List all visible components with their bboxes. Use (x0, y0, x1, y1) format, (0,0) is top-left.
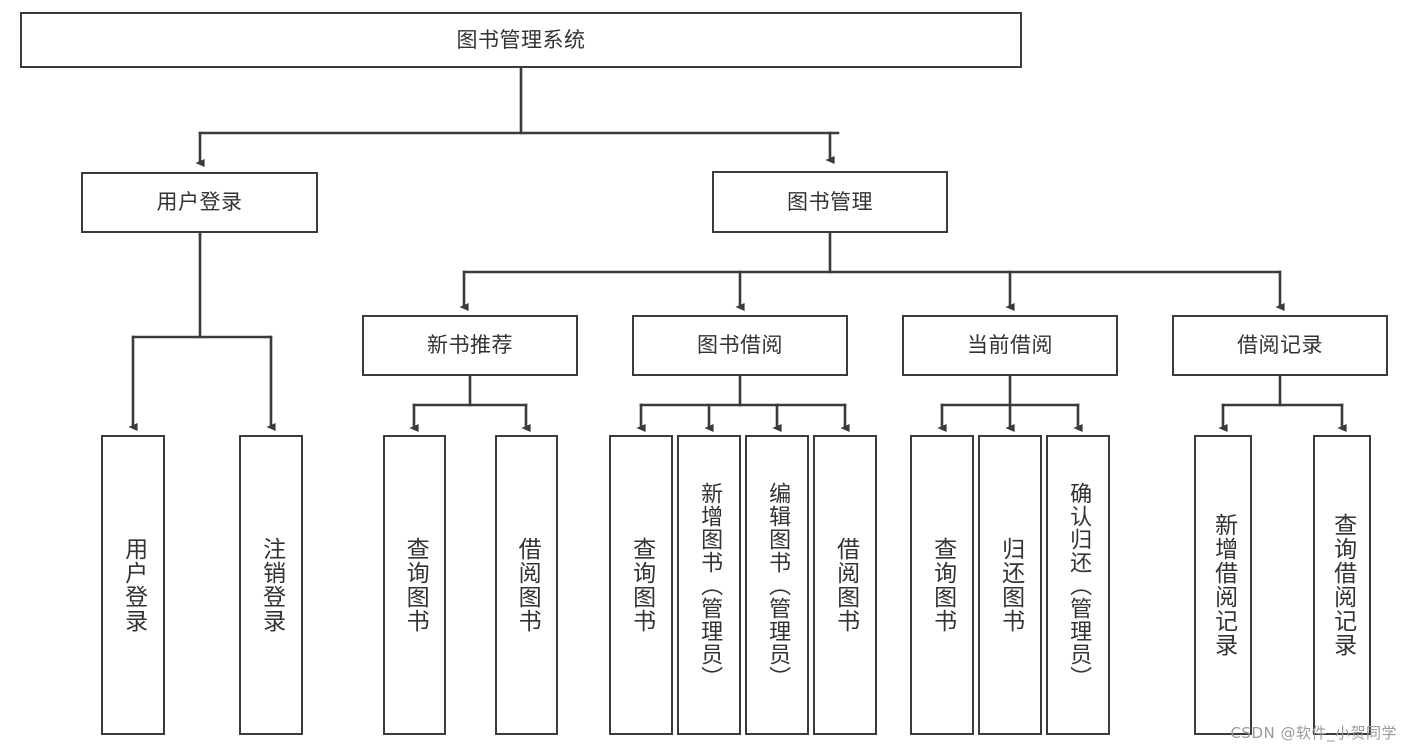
leaf-br-add-record-label: 新增借阅记录 (1210, 513, 1237, 657)
leaf-cb-query-book[interactable]: 查询图书 (910, 435, 974, 735)
leaf-nbr-query-book-label: 查询图书 (402, 537, 429, 633)
node-borrow-record-label: 借阅记录 (1237, 333, 1323, 358)
node-book-management-label: 图书管理 (787, 189, 873, 214)
leaf-cb-confirm-return[interactable]: 确认归还（管理员） (1046, 435, 1110, 735)
node-new-book-recommend-label: 新书推荐 (427, 333, 513, 358)
leaf-bb-edit-book[interactable]: 编辑图书（管理员） (745, 435, 809, 735)
leaf-logout-label: 注销登录 (258, 537, 285, 633)
leaf-nbr-borrow-book-label: 借阅图书 (514, 537, 541, 633)
leaf-bb-query-book-label: 查询图书 (628, 537, 655, 633)
leaf-user-login[interactable]: 用户登录 (101, 435, 165, 735)
leaf-bb-query-book[interactable]: 查询图书 (609, 435, 673, 735)
node-borrow-record[interactable]: 借阅记录 (1172, 315, 1388, 376)
node-book-borrow[interactable]: 图书借阅 (632, 315, 848, 376)
leaf-bb-edit-book-label: 编辑图书（管理员） (765, 481, 791, 689)
leaf-br-add-record[interactable]: 新增借阅记录 (1194, 435, 1252, 735)
leaf-nbr-query-book[interactable]: 查询图书 (383, 435, 446, 735)
leaf-bb-borrow-book[interactable]: 借阅图书 (813, 435, 877, 735)
leaf-nbr-borrow-book[interactable]: 借阅图书 (495, 435, 558, 735)
leaf-cb-confirm-return-label: 确认归还（管理员） (1066, 481, 1092, 689)
node-root[interactable]: 图书管理系统 (20, 12, 1022, 68)
node-book-management[interactable]: 图书管理 (712, 171, 948, 233)
leaf-cb-return-book[interactable]: 归还图书 (978, 435, 1042, 735)
node-current-borrow[interactable]: 当前借阅 (902, 315, 1118, 376)
node-root-label: 图书管理系统 (456, 27, 586, 52)
leaf-br-query-record[interactable]: 查询借阅记录 (1313, 435, 1371, 735)
leaf-logout[interactable]: 注销登录 (239, 435, 303, 735)
node-current-borrow-label: 当前借阅 (967, 333, 1053, 358)
leaf-bb-add-book-label: 新增图书（管理员） (697, 481, 723, 689)
leaf-cb-query-book-label: 查询图书 (929, 537, 956, 633)
leaf-bb-borrow-book-label: 借阅图书 (832, 537, 859, 633)
node-user-login[interactable]: 用户登录 (81, 172, 318, 233)
node-book-borrow-label: 图书借阅 (697, 333, 783, 358)
node-user-login-label: 用户登录 (156, 190, 243, 215)
leaf-cb-return-book-label: 归还图书 (997, 537, 1024, 633)
node-new-book-recommend[interactable]: 新书推荐 (362, 315, 578, 376)
csdn-watermark: CSDN @软件_小贺同学 (1230, 724, 1397, 742)
leaf-br-query-record-label: 查询借阅记录 (1329, 513, 1356, 657)
leaf-user-login-label: 用户登录 (120, 537, 147, 633)
leaf-bb-add-book[interactable]: 新增图书（管理员） (677, 435, 741, 735)
